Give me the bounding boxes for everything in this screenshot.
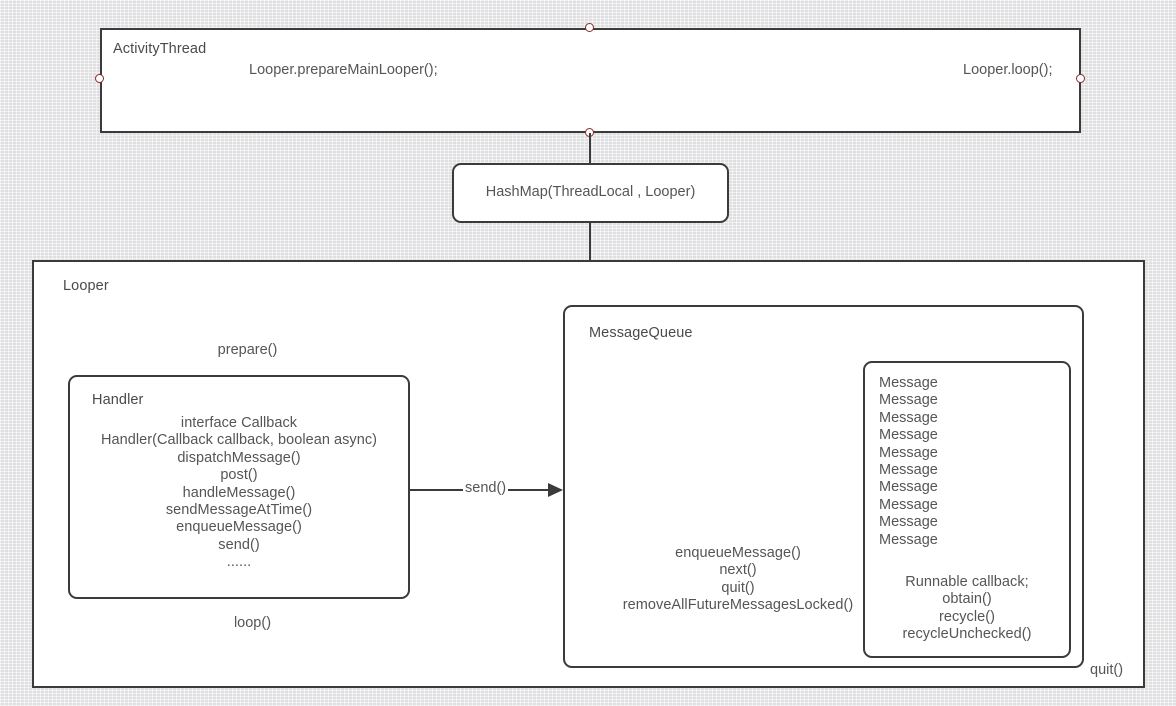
message-queue-title: MessageQueue (589, 325, 693, 341)
message-items: Message Message Message Message Message … (879, 375, 938, 548)
connection-point-right[interactable] (1076, 74, 1085, 83)
activity-thread-box[interactable] (100, 28, 1081, 133)
hashmap-label: HashMap(ThreadLocal , Looper) (485, 184, 696, 200)
connector-activitythread-hashmap (589, 133, 591, 164)
send-arrow-label: send() (463, 480, 509, 496)
looper-prepare-label: prepare() (217, 342, 278, 358)
handler-box[interactable] (68, 375, 410, 599)
looper-loop-label: loop() (233, 615, 272, 631)
looper-quit-label: quit() (1090, 662, 1124, 678)
activity-thread-loop-call: Looper.loop(); (963, 62, 1053, 78)
handler-title: Handler (92, 392, 144, 408)
message-methods: Runnable callback; obtain() recycle() re… (902, 574, 1032, 643)
message-box[interactable] (863, 361, 1071, 658)
hashmap-box[interactable] (452, 163, 729, 223)
connection-point-left[interactable] (95, 74, 104, 83)
handler-methods: interface Callback Handler(Callback call… (100, 415, 378, 571)
activity-thread-prepare-call: Looper.prepareMainLooper(); (249, 62, 438, 78)
connector-hashmap-looper (589, 223, 591, 261)
activity-thread-title: ActivityThread (113, 41, 207, 57)
looper-title: Looper (63, 278, 109, 294)
message-queue-methods: enqueueMessage() next() quit() removeAll… (622, 545, 854, 614)
connection-point-top[interactable] (585, 23, 594, 32)
